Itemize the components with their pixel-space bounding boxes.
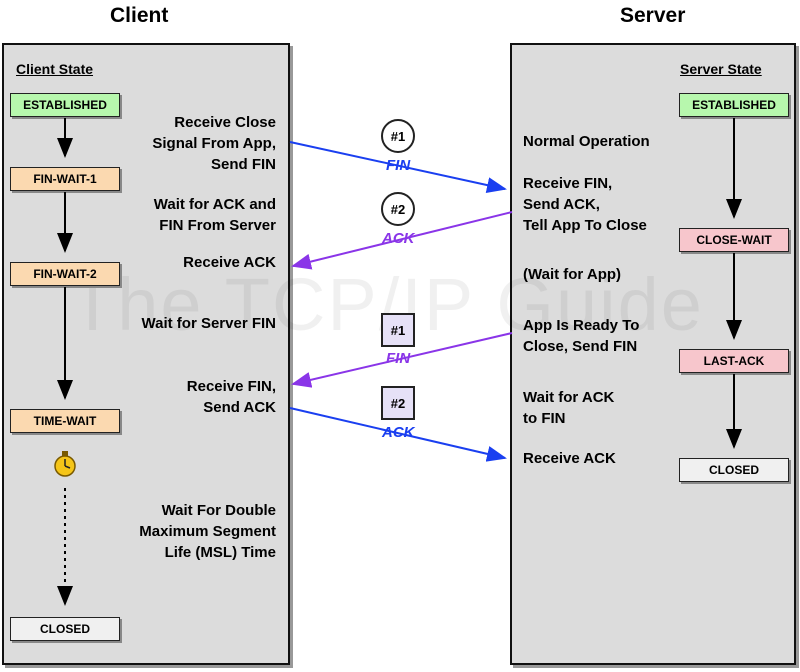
server-title: Server — [620, 4, 686, 27]
client-state-closed: CLOSED — [10, 617, 120, 641]
server-note-wait-for-app: (Wait for App) — [523, 266, 622, 283]
fin-arrow-server-to-client — [291, 332, 513, 388]
msg1-label: FIN — [386, 157, 411, 174]
ack-arrow-server-to-client — [291, 211, 513, 270]
msg4-label: ACK — [382, 424, 415, 441]
server-state-close-wait: CLOSE-WAIT — [679, 228, 789, 252]
msg1-badge: #1 — [381, 119, 415, 153]
client-state-header: Client State — [16, 61, 94, 77]
ack-arrow-client-to-server — [289, 407, 507, 462]
msg2-label: ACK — [382, 230, 415, 247]
stopwatch-icon — [54, 451, 76, 477]
server-state-header: Server State — [680, 61, 762, 77]
client-state-established: ESTABLISHED — [10, 93, 120, 117]
server-note-receive-fin: Receive FIN, Send ACK, Tell App To Close — [523, 175, 647, 234]
server-state-closed: CLOSED — [679, 458, 789, 482]
msg3-badge: #1 — [381, 313, 415, 347]
client-note-wait-ack-fin: Wait for ACK and FIN From Server — [153, 196, 276, 234]
server-note-receive-ack: Receive ACK — [523, 450, 616, 467]
client-panel — [2, 43, 290, 665]
server-state-last-ack: LAST-ACK — [679, 349, 789, 373]
client-note-receive-close: Receive Close Signal From App, Send FIN — [152, 114, 276, 173]
client-state-fin-wait-2: FIN-WAIT-2 — [10, 262, 120, 286]
msg4-badge: #2 — [381, 386, 415, 420]
client-note-receive-ack: Receive ACK — [183, 254, 276, 271]
client-state-fin-wait-1: FIN-WAIT-1 — [10, 167, 120, 191]
msg3-label: FIN — [386, 350, 411, 367]
server-note-app-ready: App Is Ready To Close, Send FIN — [523, 317, 640, 355]
server-note-wait-ack-to-fin: Wait for ACK to FIN — [523, 389, 615, 427]
client-note-wait-server-fin: Wait for Server FIN — [141, 315, 276, 332]
client-note-wait-double-msl: Wait For Double Maximum Segment Life (MS… — [139, 502, 276, 561]
server-note-normal-operation: Normal Operation — [523, 133, 650, 150]
client-note-receive-fin-send-ack: Receive FIN, Send ACK — [186, 378, 276, 416]
client-state-time-wait: TIME-WAIT — [10, 409, 120, 433]
server-state-established: ESTABLISHED — [679, 93, 789, 117]
fin-arrow-client-to-server — [289, 141, 507, 193]
msg2-badge: #2 — [381, 192, 415, 226]
client-title: Client — [110, 4, 169, 27]
